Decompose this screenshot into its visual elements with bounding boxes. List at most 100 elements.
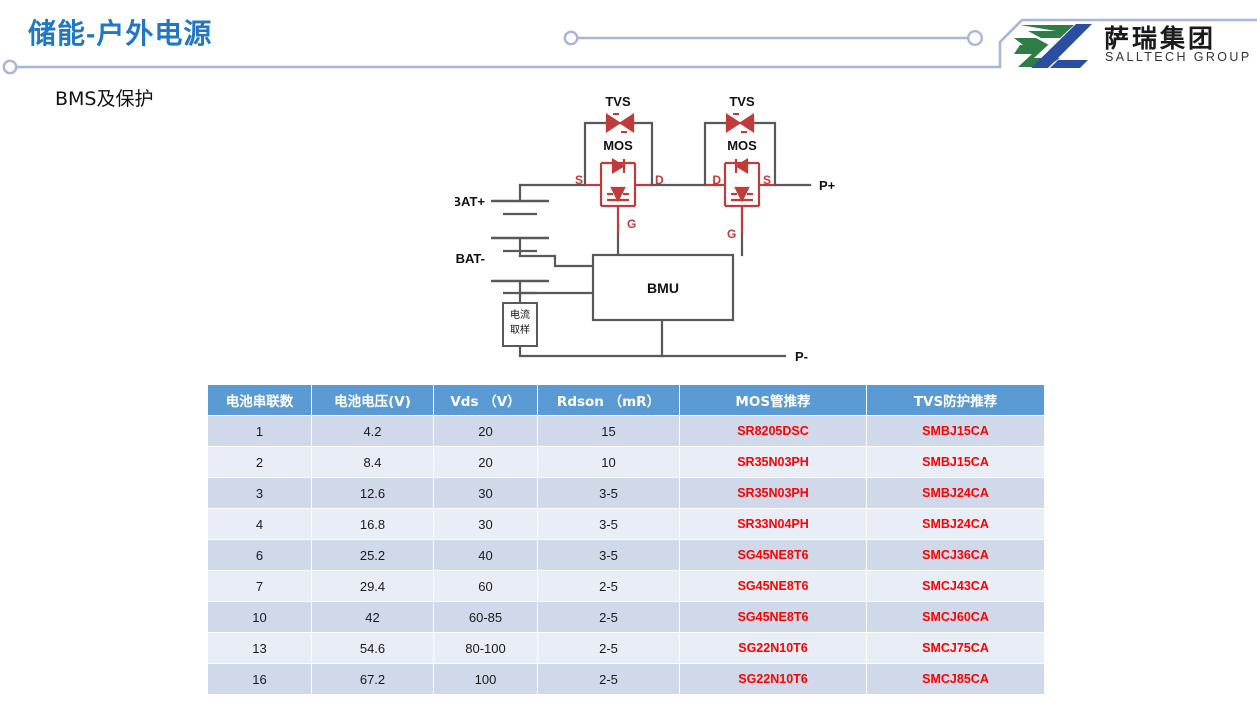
column-header-rdson: Rdson （mR）	[537, 384, 680, 416]
column-header-vds: Vds （V）	[433, 384, 538, 416]
cell-vds: 60-85	[433, 601, 538, 633]
cell-series-count: 1	[207, 415, 312, 447]
cell-mos-part: SG22N10T6	[679, 663, 867, 695]
cell-vds: 30	[433, 477, 538, 509]
bmu-label: BMU	[647, 280, 679, 296]
cell-vds: 20	[433, 446, 538, 478]
current-shunt-box	[502, 302, 538, 347]
cell-mos-part: SG45NE8T6	[679, 601, 867, 633]
cell-tvs-part: SMBJ24CA	[866, 477, 1045, 509]
cell-battery-voltage: 12.6	[311, 477, 434, 509]
cell-rdson: 2-5	[537, 601, 680, 633]
mos-right-label: MOS	[727, 138, 757, 153]
mos-right-drain-label: D	[712, 173, 721, 187]
shunt-label-line2: 取样	[510, 323, 530, 336]
cell-battery-voltage: 16.8	[311, 508, 434, 540]
cell-rdson: 2-5	[537, 632, 680, 664]
mos-right-gate-label: G	[727, 227, 736, 241]
mos-left-drain-label: D	[655, 173, 664, 187]
pack-positive-label: P+	[819, 178, 836, 193]
cell-vds: 80-100	[433, 632, 538, 664]
circuit-wires	[518, 121, 812, 358]
tvs-right-symbol	[725, 112, 755, 134]
cell-mos-part: SR33N04PH	[679, 508, 867, 540]
cell-rdson: 3-5	[537, 508, 680, 540]
cell-series-count: 13	[207, 632, 312, 664]
company-logo: 萨瑞集团 SALLTECH GROUP	[1012, 20, 1252, 76]
cell-tvs-part: SMCJ60CA	[866, 601, 1045, 633]
bmu-box	[591, 253, 735, 322]
cell-battery-voltage: 8.4	[311, 446, 434, 478]
mos-right-source-label: S	[763, 173, 771, 187]
cell-battery-voltage: 29.4	[311, 570, 434, 602]
cell-tvs-part: SMBJ24CA	[866, 508, 1045, 540]
deco-circle-mid	[563, 30, 579, 46]
cell-rdson: 3-5	[537, 539, 680, 571]
tvs-left-symbol	[605, 112, 635, 134]
pack-negative-label: P-	[795, 349, 808, 364]
cell-rdson: 2-5	[537, 570, 680, 602]
cell-rdson: 10	[537, 446, 680, 478]
cell-mos-part: SG22N10T6	[679, 632, 867, 664]
cell-series-count: 2	[207, 446, 312, 478]
cell-tvs-part: SMCJ85CA	[866, 663, 1045, 695]
cell-rdson: 3-5	[537, 477, 680, 509]
mos-tvs-selection-table: 电池串联数 电池电压(V) Vds （V） Rdson （mR） MOS管推荐 …	[207, 384, 1045, 695]
cell-battery-voltage: 4.2	[311, 415, 434, 447]
cell-vds: 60	[433, 570, 538, 602]
battery-positive-label: BAT+	[455, 194, 485, 209]
battery-symbol	[491, 199, 549, 295]
logo-mark-icon	[1014, 24, 1092, 68]
cell-mos-part: SG45NE8T6	[679, 539, 867, 571]
shunt-label-line1: 电流	[510, 308, 530, 321]
deco-circle-left	[2, 59, 18, 75]
cell-series-count: 3	[207, 477, 312, 509]
tvs-right-label: TVS	[729, 94, 755, 109]
cell-series-count: 10	[207, 601, 312, 633]
cell-tvs-part: SMCJ36CA	[866, 539, 1045, 571]
mos-left-source-label: S	[575, 173, 583, 187]
mosfet-right-symbol	[705, 158, 775, 233]
column-header-mos-recommend: MOS管推荐	[679, 384, 867, 416]
cell-battery-voltage: 54.6	[311, 632, 434, 664]
cell-battery-voltage: 25.2	[311, 539, 434, 571]
cell-rdson: 2-5	[537, 663, 680, 695]
cell-tvs-part: SMCJ75CA	[866, 632, 1045, 664]
column-header-series-count: 电池串联数	[207, 384, 312, 416]
cell-mos-part: SR8205DSC	[679, 415, 867, 447]
cell-vds: 20	[433, 415, 538, 447]
cell-series-count: 4	[207, 508, 312, 540]
column-header-battery-voltage: 电池电压(V)	[311, 384, 434, 416]
cell-vds: 30	[433, 508, 538, 540]
column-header-tvs-recommend: TVS防护推荐	[866, 384, 1045, 416]
cell-mos-part: SR35N03PH	[679, 477, 867, 509]
mos-left-label: MOS	[603, 138, 633, 153]
cell-mos-part: SR35N03PH	[679, 446, 867, 478]
mos-left-gate-label: G	[627, 217, 636, 231]
cell-tvs-part: SMBJ15CA	[866, 415, 1045, 447]
logo-company-name-en: SALLTECH GROUP	[1105, 50, 1252, 64]
cell-series-count: 16	[207, 663, 312, 695]
cell-tvs-part: SMBJ15CA	[866, 446, 1045, 478]
header-decoration	[2, 18, 1257, 75]
section-subtitle: BMS及保护	[55, 88, 154, 110]
cell-battery-voltage: 67.2	[311, 663, 434, 695]
tvs-left-label: TVS	[605, 94, 631, 109]
cell-mos-part: SG45NE8T6	[679, 570, 867, 602]
cell-vds: 100	[433, 663, 538, 695]
cell-tvs-part: SMCJ43CA	[866, 570, 1045, 602]
mosfet-left-symbol	[585, 158, 652, 233]
battery-negative-label: BAT-	[456, 251, 485, 266]
table-header-row: 电池串联数 电池电压(V) Vds （V） Rdson （mR） MOS管推荐 …	[207, 384, 1045, 416]
